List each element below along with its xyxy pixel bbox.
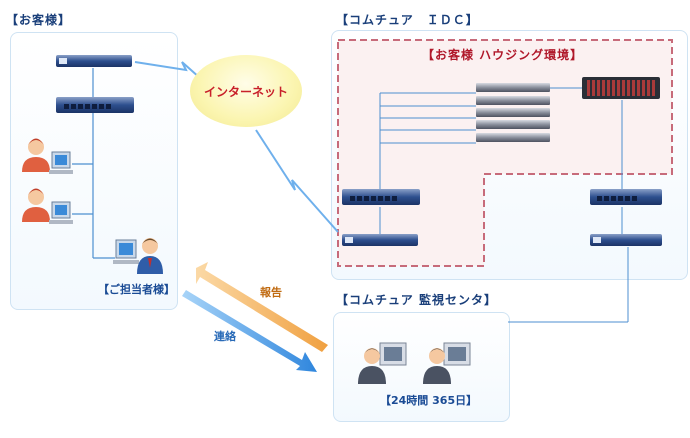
monitor-staff-1 <box>358 342 407 384</box>
idc-title: 【コムチュア ＩＤＣ】 <box>336 13 479 27</box>
customer-title: 【お客様】 <box>6 13 72 27</box>
report-label: 報告 <box>260 286 282 299</box>
idc-router-right <box>590 234 662 246</box>
idc-router-left <box>342 234 418 246</box>
internet-link-customer <box>134 61 201 79</box>
internet-link-idc <box>255 129 339 233</box>
internet-cloud: インターネット <box>190 55 302 127</box>
report-arrow <box>196 262 328 352</box>
storage-unit <box>582 77 660 99</box>
customer-user-2 <box>22 188 73 224</box>
contact-arrow <box>182 290 317 372</box>
housing-title: 【お客様 ハウジング環境】 <box>422 48 584 62</box>
contact-label: 連絡 <box>214 330 236 343</box>
internet-label: インターネット <box>203 85 288 99</box>
staff-user <box>113 238 163 274</box>
monitor-title: 【コムチュア 監視センタ】 <box>336 293 497 307</box>
customer-router <box>56 55 132 67</box>
customer-user-1 <box>22 138 73 174</box>
server-stack <box>476 83 550 142</box>
monitor-staff-2 <box>423 342 471 384</box>
hours-label: 【24時間 365日】 <box>380 394 478 407</box>
staff-label: 【ご担当者様】 <box>98 283 175 296</box>
monitor-panel <box>333 312 510 422</box>
